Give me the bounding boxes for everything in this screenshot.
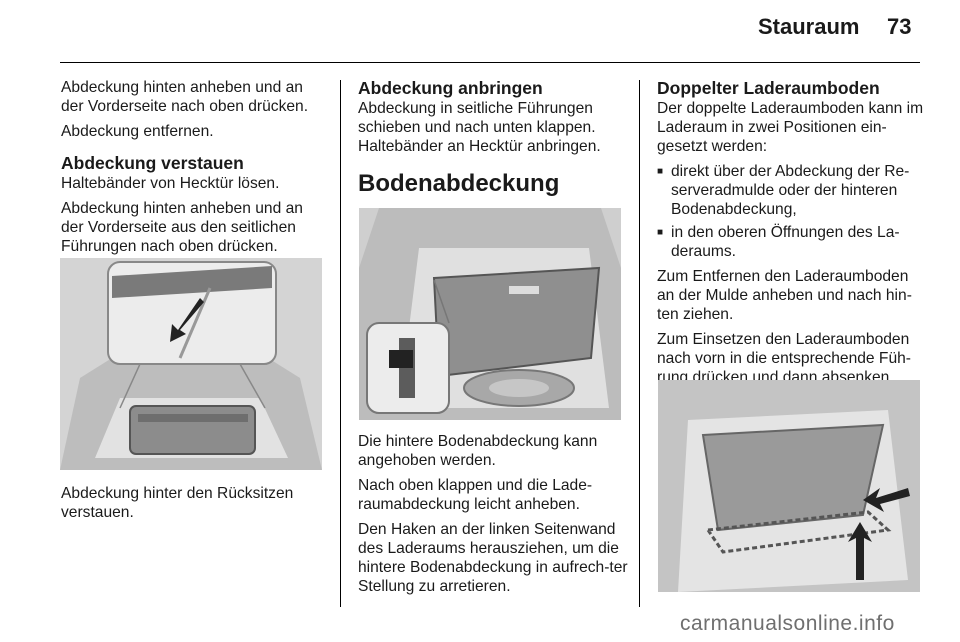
- paragraph: Abdeckung entfernen.: [61, 123, 214, 140]
- paragraph: Zum Entfernen den Laderaumboden an der M…: [657, 268, 912, 323]
- subheading: Abdeckung verstauen: [61, 153, 244, 173]
- floor-cover-illustration: [359, 208, 621, 420]
- column-2-text: Die hintere Bodenabdeckung kann angehobe…: [358, 432, 628, 602]
- paragraph: Der doppelte Laderaumboden kann im Lader…: [657, 100, 924, 155]
- paragraph: Haltebänder von Hecktür lösen.: [61, 175, 280, 192]
- watermark: carmanualsonline.info: [680, 612, 895, 635]
- paragraph: Nach oben klappen und die Lade-raumabdec…: [358, 477, 593, 513]
- column-1: Abdeckung hinten anheben und an der Vord…: [61, 78, 326, 262]
- column-2: Abdeckung anbringen Abdeckung in seitlic…: [358, 78, 628, 210]
- paragraph: Zum Einsetzen den Laderaumboden nach vor…: [657, 331, 911, 386]
- section-heading: Bodenabdeckung: [358, 170, 560, 197]
- column-1-caption: Abdeckung hinter den Rücksitzen verstaue…: [61, 484, 326, 528]
- paragraph: Die hintere Bodenabdeckung kann angehobe…: [358, 433, 598, 469]
- header-rule: [60, 62, 920, 63]
- paragraph: Abdeckung hinter den Rücksitzen verstaue…: [61, 485, 294, 521]
- paragraph: Abdeckung hinten anheben und an der Vord…: [61, 79, 309, 115]
- column-3: Doppelter Laderaumboden Der doppelte Lad…: [657, 78, 925, 393]
- cargo-cover-illustration: [60, 258, 322, 470]
- double-floor-illustration: [658, 380, 920, 592]
- list-item: direkt über der Abdeckung der Re-servera…: [657, 162, 925, 219]
- list-item: in den oberen Öffnungen des La-deraums.: [657, 223, 925, 261]
- bullet-list: direkt über der Abdeckung der Re-servera…: [657, 162, 925, 261]
- page-number: 73: [887, 14, 912, 39]
- subheading: Doppelter Laderaumboden: [657, 78, 880, 98]
- subheading: Abdeckung anbringen: [358, 78, 543, 98]
- column-divider-1: [340, 80, 341, 607]
- paragraph: Abdeckung hinten anheben und an der Vord…: [61, 200, 303, 255]
- paragraph: Den Haken an der linken Seitenwand des L…: [358, 521, 628, 595]
- column-divider-2: [639, 80, 640, 607]
- paragraph: Abdeckung in seitliche Führungen schiebe…: [358, 100, 601, 155]
- section-title: Stauraum: [758, 14, 860, 39]
